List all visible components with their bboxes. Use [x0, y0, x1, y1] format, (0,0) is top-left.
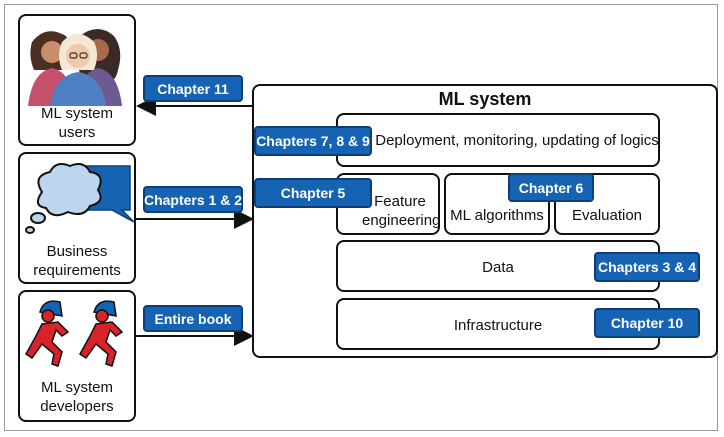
data-label: Data — [482, 259, 514, 276]
ml-system-title: ML system — [438, 89, 532, 109]
thought-bubble-icon — [25, 163, 135, 234]
infrastructure-label: Infrastructure — [453, 317, 543, 334]
developers-box: ML system developers — [18, 290, 136, 422]
business-box: Business requirements — [18, 152, 136, 284]
feature-engineering-label: Feature engineering — [362, 193, 441, 229]
users-label: ML system users — [41, 105, 113, 141]
tag-chapters-3-4: Chapters 3 & 4 — [594, 252, 700, 282]
developers-label: ML system developers — [40, 379, 114, 415]
tag-entire-book: Entire book — [143, 305, 243, 332]
tag-chapter-11: Chapter 11 — [143, 75, 243, 102]
users-box: ML system users — [18, 14, 136, 146]
business-label: Business requirements — [33, 243, 121, 279]
tag-chapter-6: Chapter 6 — [508, 173, 594, 202]
tag-chapters-1-2: Chapters 1 & 2 — [143, 186, 243, 213]
runners-icon — [25, 300, 124, 367]
users-icon — [28, 29, 122, 106]
tag-chapters-7-8-9: Chapters 7, 8 & 9 — [254, 126, 372, 156]
deployment-box — [336, 113, 660, 167]
ml-algorithms-label: ML algorithms — [450, 207, 544, 224]
evaluation-label: Evaluation — [571, 207, 643, 224]
tag-chapter-10: Chapter 10 — [594, 308, 700, 338]
tag-chapter-5: Chapter 5 — [254, 178, 372, 208]
deployment-label: Deployment, monitoring, updating of logi… — [375, 132, 659, 149]
